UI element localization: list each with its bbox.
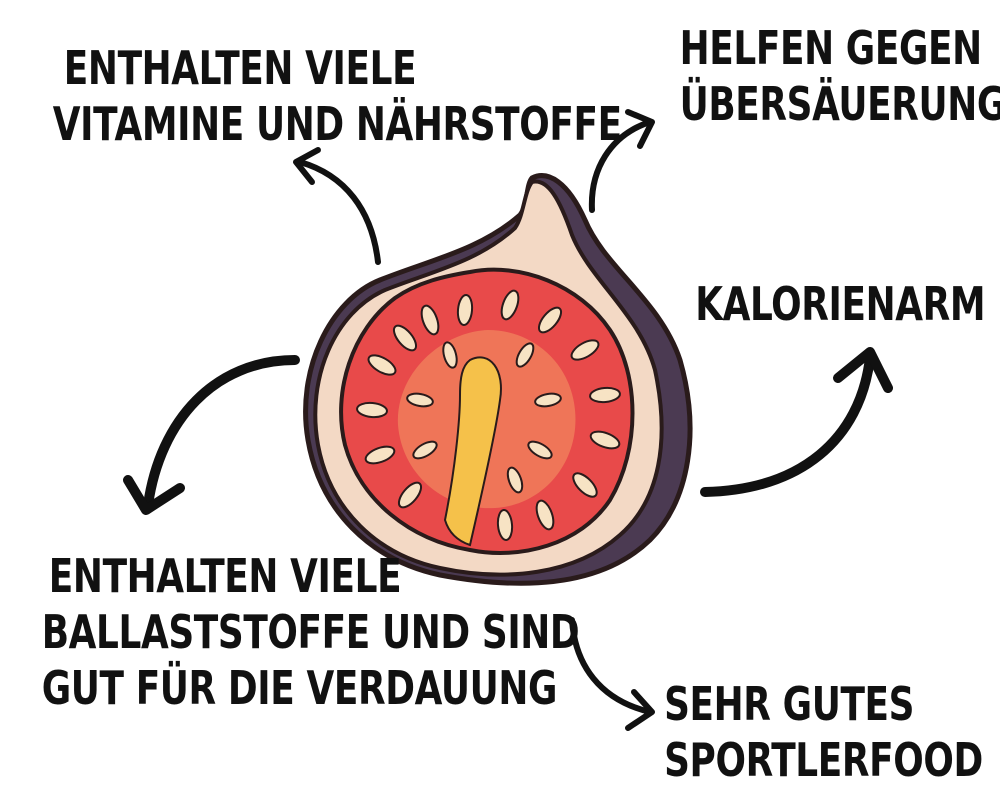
- benefit-calorie-line-1: KALORIENARM: [695, 277, 986, 331]
- benefit-vitamins: ENTHALTEN VIELE VITAMINE UND NÄHRSTOFFE: [52, 40, 622, 152]
- fig-seeds: [356, 289, 621, 541]
- arrows: [123, 109, 893, 731]
- fig-core: [443, 356, 502, 547]
- benefit-acid-line-1: HELFEN GEGEN: [679, 21, 983, 75]
- arrow-to-fiber: [123, 355, 300, 515]
- arrow-to-acid: [588, 109, 655, 213]
- benefit-fiber-line-3: GUT FÜR DIE VERDAUUNG: [41, 661, 558, 716]
- benefit-fiber-line-2: BALLASTSTOFFE UND SIND: [41, 605, 580, 660]
- benefit-fiber-line-1: ENTHALTEN VIELE: [48, 549, 402, 603]
- arrow-to-sport: [569, 617, 655, 731]
- arrow-to-calorie: [700, 347, 893, 497]
- benefit-acid-line-2: ÜBERSÄUERUNGEN: [679, 77, 1000, 132]
- benefit-vitamins-line-1: ENTHALTEN VIELE: [63, 41, 417, 95]
- arrow-to-vitamins: [293, 147, 381, 265]
- benefit-fiber: ENTHALTEN VIELE BALLASTSTOFFE UND SIND G…: [41, 548, 580, 716]
- benefit-acid: HELFEN GEGEN ÜBERSÄUERUNGEN: [679, 20, 1000, 132]
- benefit-vitamins-line-2: VITAMINE UND NÄHRSTOFFE: [52, 97, 622, 152]
- benefit-sport-line-2: SPORTLERFOOD: [664, 733, 983, 786]
- benefit-sport: SEHR GUTES SPORTLERFOOD: [664, 676, 983, 786]
- benefit-sport-line-1: SEHR GUTES: [664, 677, 915, 731]
- benefit-calorie: KALORIENARM: [695, 276, 986, 332]
